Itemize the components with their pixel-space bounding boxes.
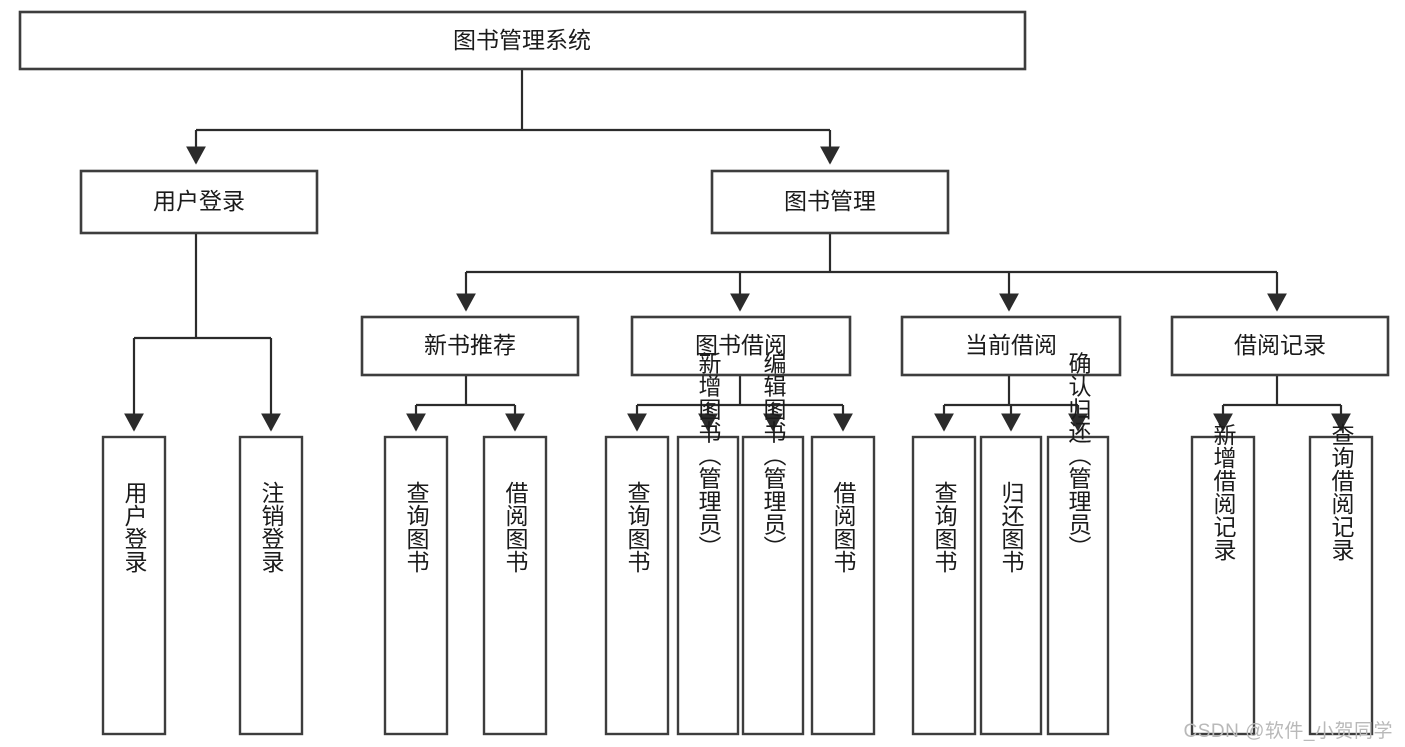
node-borrow-record[interactable]: 借阅记录	[1170, 315, 1390, 377]
node-leaf-query-book-1-label: 查询图书	[403, 481, 430, 573]
node-leaf-borrow-book-2[interactable]: 借阅图书	[810, 435, 876, 736]
edge-layer	[124, 69, 1351, 432]
node-leaf-borrow-book-1[interactable]: 借阅图书	[482, 435, 548, 736]
node-leaf-user-login[interactable]: 用户登录	[101, 435, 167, 736]
node-user-login-label: 用户登录	[153, 188, 245, 214]
node-leaf-query-book-2-label: 查询图书	[624, 481, 651, 573]
node-user-login[interactable]: 用户登录	[79, 169, 319, 235]
node-root[interactable]: 图书管理系统	[18, 10, 1027, 71]
node-layer: 图书管理系统 用户登录 图书管理 新书推荐 图书借阅	[18, 10, 1390, 736]
node-leaf-return-book-label: 归还图书	[998, 481, 1025, 573]
node-leaf-query-book-2[interactable]: 查询图书	[604, 435, 670, 736]
node-new-book-recommend-label: 新书推荐	[424, 332, 516, 358]
node-current-borrow-label: 当前借阅	[965, 332, 1057, 358]
node-leaf-borrow-book-2-label: 借阅图书	[830, 481, 857, 573]
node-leaf-edit-book-label: 编辑图书（管理员）	[760, 352, 787, 559]
node-leaf-confirm-return[interactable]: 确认归还（管理员）	[1046, 352, 1110, 736]
node-leaf-query-book-3[interactable]: 查询图书	[911, 435, 977, 736]
node-leaf-user-login-label: 用户登录	[121, 481, 148, 573]
node-leaf-edit-book[interactable]: 编辑图书（管理员）	[741, 352, 805, 736]
node-leaf-user-logout-label: 注销登录	[258, 481, 285, 573]
node-leaf-add-record[interactable]: 新增借阅记录	[1190, 423, 1256, 736]
node-new-book-recommend[interactable]: 新书推荐	[360, 315, 580, 377]
node-leaf-query-book-3-label: 查询图书	[931, 481, 958, 573]
node-leaf-borrow-book-1-label: 借阅图书	[502, 481, 529, 573]
node-borrow-record-label: 借阅记录	[1234, 332, 1326, 358]
node-leaf-add-book[interactable]: 新增图书（管理员）	[676, 352, 740, 736]
node-book-manage-label: 图书管理	[784, 188, 876, 214]
node-leaf-query-book-1[interactable]: 查询图书	[383, 435, 449, 736]
node-leaf-return-book[interactable]: 归还图书	[979, 435, 1043, 736]
node-book-borrow[interactable]: 图书借阅	[630, 315, 852, 377]
node-leaf-user-logout[interactable]: 注销登录	[238, 435, 304, 736]
node-leaf-confirm-return-label: 确认归还（管理员）	[1065, 352, 1092, 559]
node-book-borrow-label: 图书借阅	[695, 332, 787, 358]
node-current-borrow[interactable]: 当前借阅	[900, 315, 1122, 377]
node-book-manage[interactable]: 图书管理	[710, 169, 950, 235]
node-root-label: 图书管理系统	[453, 27, 591, 53]
node-leaf-add-record-label: 新增借阅记录	[1210, 423, 1237, 561]
node-leaf-add-book-label: 新增图书（管理员）	[695, 352, 722, 559]
node-leaf-query-record-label: 查询借阅记录	[1328, 423, 1355, 561]
node-leaf-query-record[interactable]: 查询借阅记录	[1308, 423, 1374, 736]
